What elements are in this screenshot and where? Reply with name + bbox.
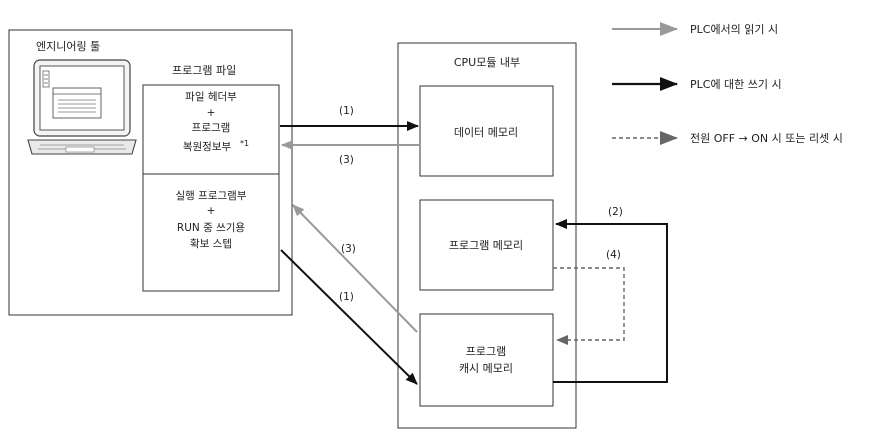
label-read-program-cache: (3) [341, 243, 356, 255]
data-memory-label: 데이터 메모리 [454, 126, 518, 139]
executable-section-line-4: 확보 스텝 [190, 237, 232, 250]
label-read-data-memory: (3) [339, 154, 354, 166]
program-cache-memory-label-line-2: 캐시 메모리 [459, 362, 513, 375]
engineering-tool-title: 엔지니어링 툴 [36, 40, 100, 53]
program-memory-box [419, 199, 554, 291]
legend-item-read: PLC에서의 읽기 시 [612, 22, 778, 36]
executable-section-line-3: RUN 중 쓰기용 [177, 222, 245, 234]
program-file-header-line-1: 파일 헤더부 [185, 90, 237, 103]
engineering-tool-block: 엔지니어링 툴 프로그램 파일 파일 헤더부 + 프로그램 복원정보부 [8, 29, 293, 316]
cpu-module-block: CPU모듈 내부 데이터 메모리 프로그램 메모리 프로그램 캐시 메모리 [397, 42, 577, 429]
program-file-box [142, 84, 280, 292]
label-write-data-memory: (1) [339, 105, 354, 117]
arrow-read-program-cache [292, 204, 418, 333]
program-file-header-line-3: 프로그램 [192, 122, 231, 134]
arrow-program-memory-to-cache [553, 267, 625, 345]
executable-section-line-1: 실행 프로그램부 [176, 190, 247, 202]
data-memory-box [419, 85, 554, 177]
legend-item-write: PLC에 대한 쓰기 시 [612, 77, 782, 91]
legend-item-reset: 전원 OFF → ON 시 또는 리셋 시 [612, 131, 843, 145]
footnote-marker: *1 [240, 139, 249, 148]
legend-read-label: PLC에서의 읽기 시 [690, 23, 778, 36]
label-write-program-cache: (1) [339, 291, 354, 303]
executable-section-line-2: + [207, 205, 216, 217]
program-file-header-line-4: 복원정보부 [183, 141, 232, 153]
label-cache-to-program-memory: (2) [608, 206, 623, 218]
program-memory-label: 프로그램 메모리 [449, 239, 523, 252]
arrow-cache-to-program-memory [553, 219, 668, 383]
laptop-icon [27, 59, 137, 155]
legend-write-label: PLC에 대한 쓰기 시 [690, 78, 782, 91]
program-file-title: 프로그램 파일 [172, 63, 236, 77]
arrow-write-program-cache [280, 249, 418, 385]
label-program-memory-to-cache: (4) [606, 249, 621, 261]
cpu-module-title: CPU모듈 내부 [454, 56, 520, 69]
program-cache-memory-label-line-1: 프로그램 [466, 345, 506, 358]
legend-reset-label: 전원 OFF → ON 시 또는 리셋 시 [690, 132, 843, 145]
flow-arrows: (1) (3) (3) (1) (2) (4) [280, 105, 668, 385]
legend: PLC에서의 읽기 시 PLC에 대한 쓰기 시 전원 OFF → ON 시 또… [612, 22, 843, 145]
program-cache-memory-box [419, 313, 554, 407]
program-file-header-line-2: + [207, 107, 216, 119]
